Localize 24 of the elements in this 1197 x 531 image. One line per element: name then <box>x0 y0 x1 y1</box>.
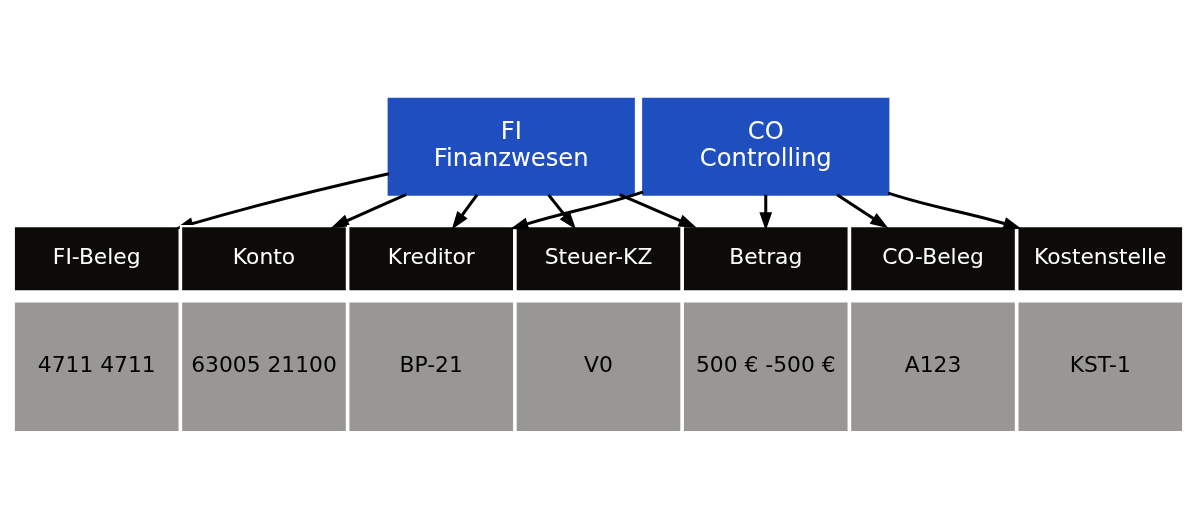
node-box: KST-1 <box>1016 300 1185 434</box>
node-box: Konto <box>179 224 349 293</box>
arrow <box>330 193 407 228</box>
node-box: A123 <box>848 300 1018 434</box>
node-box: FI Finanzwesen <box>387 97 635 196</box>
arrow <box>759 194 773 231</box>
arrow <box>836 193 889 229</box>
node-box: Kostenstelle <box>1016 224 1185 293</box>
node-box: BP-21 <box>347 300 516 434</box>
node-box: 500 € -500 € <box>681 300 850 434</box>
arrow <box>510 190 644 230</box>
node-box: 4711 4711 <box>12 300 181 434</box>
arrow <box>887 191 1022 230</box>
node-box: Betrag <box>681 224 850 293</box>
arrow <box>547 193 577 230</box>
node-box: Kreditor <box>347 224 516 293</box>
node-box: V0 <box>514 300 683 434</box>
arrow <box>618 193 697 228</box>
node-box: CO Controlling <box>642 97 890 196</box>
node-box: CO-Beleg <box>848 224 1018 293</box>
arrow <box>451 193 479 230</box>
node-box: 63005 21100 <box>179 300 349 434</box>
node-box: Steuer-KZ <box>514 224 683 293</box>
node-box: FI-Beleg <box>12 224 181 293</box>
